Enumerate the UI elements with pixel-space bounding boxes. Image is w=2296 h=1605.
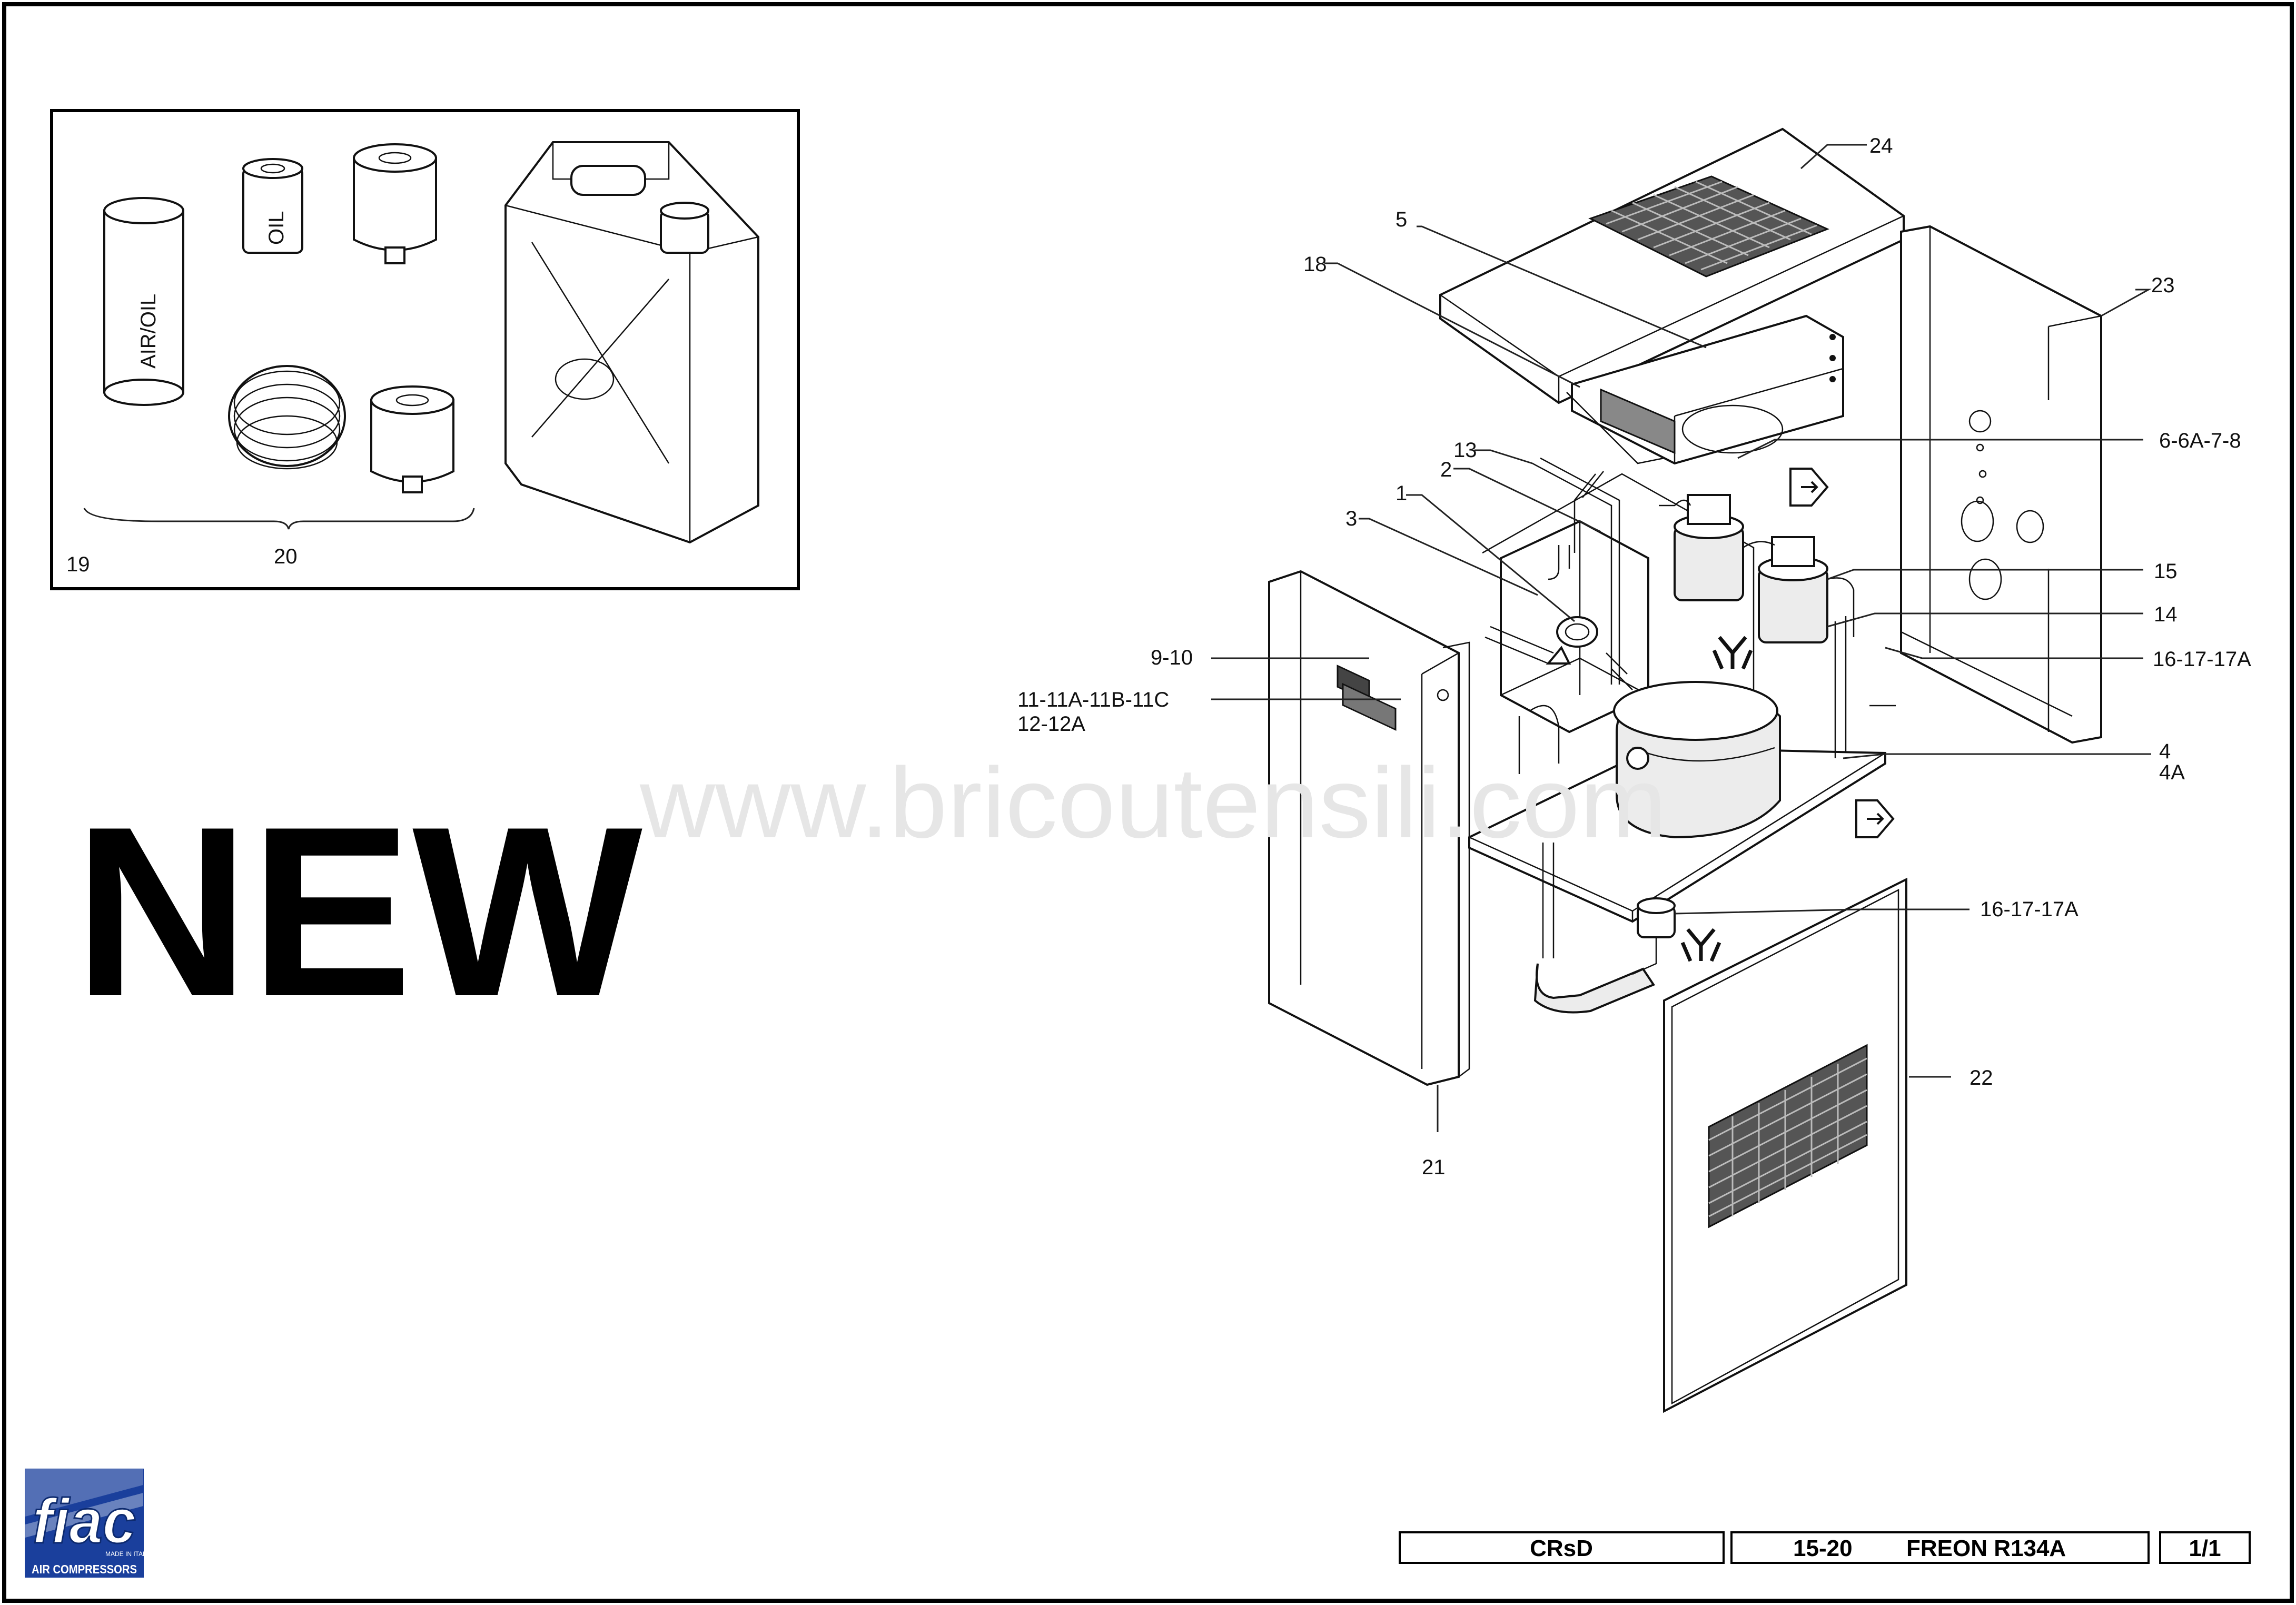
callout-1: 1 — [1396, 482, 1407, 505]
callout-18: 18 — [1303, 253, 1327, 276]
title-refrigerant: FREON R134A — [1906, 1535, 2066, 1561]
watermark: www.bricoutensili.com — [639, 747, 1667, 859]
fiac-logo-small: MADE IN ITALY — [105, 1550, 150, 1558]
dryer-assembly: 24 5 18 23 13 2 1 3 6-6A-7-8 15 14 16-17… — [1017, 127, 2251, 1413]
panel-filter-icon — [228, 365, 346, 470]
air-oil-separator-icon: AIR/OIL — [103, 197, 184, 406]
callout-24: 24 — [1869, 134, 1893, 157]
callout-14: 14 — [2154, 603, 2178, 626]
callout-6-6A-7-8: 6-6A-7-8 — [2159, 429, 2241, 452]
inset-number-20: 20 — [274, 545, 298, 568]
pipework-part — [1485, 457, 1896, 774]
callout-21: 21 — [1422, 1156, 1446, 1179]
callout-9-10: 9-10 — [1151, 646, 1193, 669]
callout-2: 2 — [1440, 458, 1452, 481]
drain-assembly-part — [1533, 897, 1676, 1014]
drain-symbol-lower-icon — [1680, 928, 1721, 962]
title-model-cell — [1399, 1531, 1725, 1564]
callout-23: 23 — [2151, 274, 2175, 297]
callout-11: 11-11A-11B-11C — [1017, 688, 1169, 711]
drain-symbol-upper-icon — [1712, 636, 1753, 670]
inset-number-19: 19 — [66, 553, 90, 576]
inlet-arrow-icon — [1855, 799, 1895, 838]
front-panel-part — [1663, 877, 1907, 1413]
title-sheet-cell — [2159, 1531, 2251, 1564]
air-filter-top-icon — [353, 143, 437, 264]
callout-16-17-17A-upper: 16-17-17A — [2153, 648, 2251, 671]
filter-assembly-part — [1659, 494, 1855, 643]
right-side-panel-part — [1900, 225, 2102, 744]
fiac-logo-tagline: AIR COMPRESSORS — [32, 1562, 137, 1576]
inset-bracket — [83, 508, 475, 530]
title-sheet: 1/1 — [2189, 1535, 2221, 1561]
air-oil-label: AIR/OIL — [137, 294, 160, 369]
callout-labels: 24 5 18 23 13 2 1 3 6-6A-7-8 15 14 16-17… — [1017, 134, 2251, 1179]
callout-5: 5 — [1396, 208, 1407, 231]
title-size: 15-20 — [1793, 1535, 1853, 1561]
front-panel-grille — [1708, 1044, 1868, 1228]
oil-can-icon — [504, 141, 759, 544]
callout-16-17-17A-lower: 16-17-17A — [1980, 898, 2079, 921]
callout-4A: 4A — [2159, 761, 2185, 784]
air-filter-bottom-icon — [370, 385, 454, 493]
top-cover-part — [1439, 127, 1905, 404]
outlet-arrow-icon — [1789, 468, 1829, 507]
condenser-fan-part — [1566, 314, 1844, 465]
compressor-part — [1613, 681, 1781, 839]
callout-3: 3 — [1345, 507, 1357, 530]
controller-panel — [1342, 682, 1397, 731]
title-model: CRsD — [1530, 1535, 1593, 1561]
leader-lines — [1211, 144, 2152, 1132]
callout-15: 15 — [2154, 560, 2178, 583]
oil-label: OIL — [265, 211, 288, 245]
consumables-inset: AIR/OIL OIL — [50, 109, 800, 590]
oil-filter-icon: OIL — [242, 158, 303, 254]
fiac-logo: fiac MADE IN ITALY AIR COMPRESSORS — [25, 1469, 150, 1578]
fiac-logo-brand: fiac — [33, 1486, 136, 1557]
title-block: CRsD 15-20 FREON R134A 1/1 — [1399, 1531, 2251, 1564]
title-desc-cell — [1730, 1531, 2150, 1564]
new-badge: NEW — [74, 777, 645, 1047]
callout-4: 4 — [2159, 740, 2171, 763]
callout-12: 12-12A — [1017, 712, 1085, 736]
callout-13: 13 — [1453, 439, 1477, 462]
callout-22: 22 — [1970, 1066, 1993, 1089]
